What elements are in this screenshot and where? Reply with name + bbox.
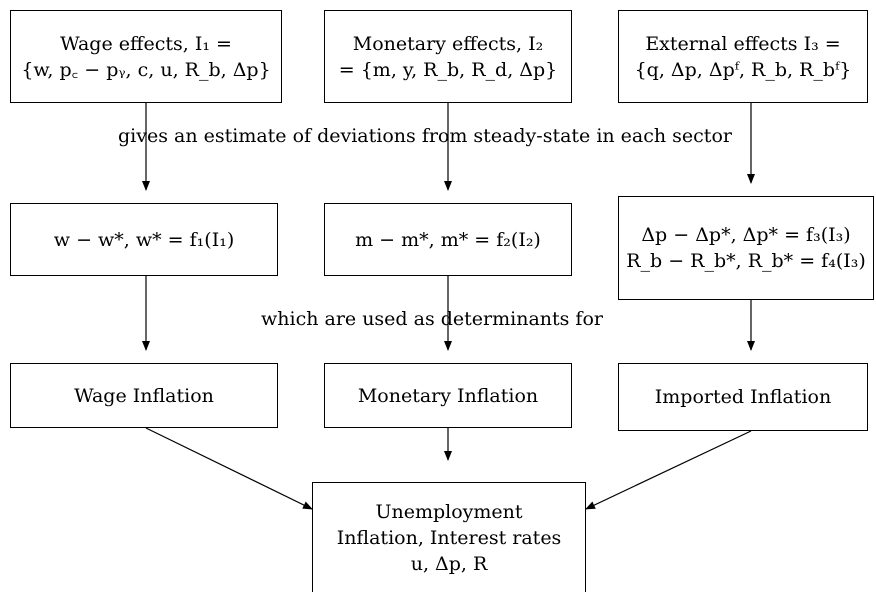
external-effects-line2: {q, Δp, Δpᶠ, R_b, R_bᶠ} [634, 58, 852, 81]
wage-deviation-box: w − w*, w* = f₁(I₁) [10, 203, 278, 276]
result-line2: Inflation, Interest rates [336, 526, 562, 549]
external-deviation-line2: R_b − R_b*, R_b* = f₄(I₃) [626, 250, 866, 272]
monetary-deviation-box: m − m*, m* = f₂(I₂) [324, 203, 572, 276]
result-box: Unemployment Inflation, Interest rates u… [312, 482, 586, 592]
monetary-effects-line1: Monetary effects, I₂ [352, 32, 544, 55]
external-deviation-box: Δp − Δp*, Δp* = f₃(I₃) R_b − R_b*, R_b* … [618, 196, 874, 300]
external-effects-line1: External effects I₃ = [645, 32, 841, 55]
monetary-inflation-box: Monetary Inflation [324, 363, 572, 428]
result-line1: Unemployment [375, 500, 523, 523]
monetary-deviation-line1: m − m*, m* = f₂(I₂) [355, 228, 541, 251]
wage-effects-box: Wage effects, I₁ = {w, p꜀ − pᵧ, c, u, R_… [10, 10, 282, 103]
wage-inflation-box: Wage Inflation [10, 363, 278, 428]
arrow-wage-inflation-to-result [145, 427, 313, 510]
imported-inflation-box: Imported Inflation [618, 363, 868, 431]
wage-inflation-label: Wage Inflation [74, 384, 214, 407]
monetary-inflation-label: Monetary Inflation [357, 384, 539, 407]
external-effects-box: External effects I₃ = {q, Δp, Δpᶠ, R_b, … [618, 10, 868, 103]
monetary-effects-box: Monetary effects, I₂ = {m, y, R_b, R_d, … [324, 10, 572, 103]
result-line3: u, Δp, R [410, 552, 488, 575]
wage-deviation-line1: w − w*, w* = f₁(I₁) [53, 228, 235, 251]
external-deviation-line1: Δp − Δp*, Δp* = f₃(I₃) [641, 224, 851, 246]
caption-deviations: gives an estimate of deviations from ste… [118, 125, 732, 147]
monetary-effects-line2: = {m, y, R_b, R_d, Δp} [338, 58, 558, 81]
arrow-imported-inflation-to-result [585, 430, 752, 510]
caption-determinants: which are used as determinants for [261, 308, 603, 330]
imported-inflation-label: Imported Inflation [654, 386, 832, 408]
wage-effects-line2: {w, p꜀ − pᵧ, c, u, R_b, Δp} [21, 58, 271, 81]
wage-effects-line1: Wage effects, I₁ = [60, 32, 232, 55]
